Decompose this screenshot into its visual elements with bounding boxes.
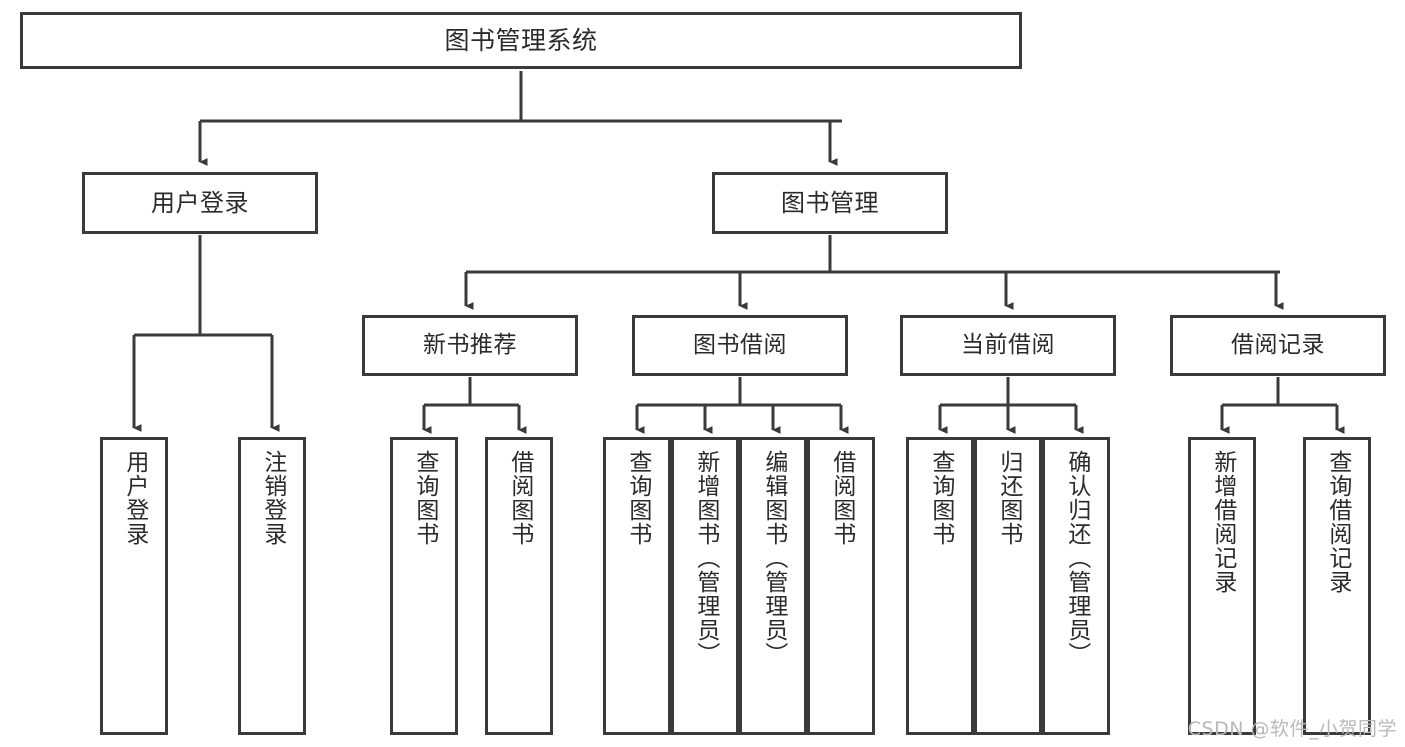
node-user-login[interactable]: 用户登录 bbox=[82, 172, 318, 234]
node-leaf-edit-book[interactable]: 编辑图书（管理员） bbox=[739, 437, 807, 735]
node-leaf-return-book[interactable]: 归还图书 bbox=[974, 437, 1042, 735]
node-book-management-label: 图书管理 bbox=[781, 189, 879, 217]
node-leaf-borrow-book-2[interactable]: 借阅图书 bbox=[807, 437, 875, 735]
node-book-borrow-label: 图书借阅 bbox=[693, 332, 787, 358]
node-leaf-user-login-label: 用户登录 bbox=[121, 450, 148, 546]
node-leaf-confirm-return-label: 确认归还（管理员） bbox=[1063, 450, 1090, 666]
node-leaf-logout-login-label: 注销登录 bbox=[259, 450, 286, 546]
node-leaf-query-book-2[interactable]: 查询图书 bbox=[603, 437, 671, 735]
node-leaf-query-book-2-label: 查询图书 bbox=[624, 450, 651, 546]
node-leaf-query-record[interactable]: 查询借阅记录 bbox=[1303, 437, 1371, 735]
node-leaf-return-book-label: 归还图书 bbox=[995, 450, 1022, 546]
node-leaf-add-book-label: 新增图书（管理员） bbox=[692, 450, 719, 666]
node-user-login-label: 用户登录 bbox=[151, 189, 249, 217]
node-leaf-add-record-label: 新增借阅记录 bbox=[1209, 450, 1236, 594]
node-new-book-recommend[interactable]: 新书推荐 bbox=[362, 315, 578, 376]
node-leaf-logout-login[interactable]: 注销登录 bbox=[238, 437, 306, 735]
node-leaf-add-book[interactable]: 新增图书（管理员） bbox=[671, 437, 739, 735]
node-leaf-user-login[interactable]: 用户登录 bbox=[100, 437, 168, 735]
node-current-borrow[interactable]: 当前借阅 bbox=[900, 315, 1116, 376]
node-leaf-add-record[interactable]: 新增借阅记录 bbox=[1188, 437, 1256, 735]
node-current-borrow-label: 当前借阅 bbox=[961, 332, 1055, 358]
node-leaf-edit-book-label: 编辑图书（管理员） bbox=[760, 450, 787, 666]
node-leaf-query-book-1-label: 查询图书 bbox=[411, 450, 438, 546]
node-borrow-record-label: 借阅记录 bbox=[1231, 332, 1325, 358]
node-book-borrow[interactable]: 图书借阅 bbox=[632, 315, 848, 376]
node-new-book-recommend-label: 新书推荐 bbox=[423, 332, 517, 358]
node-leaf-borrow-book-1[interactable]: 借阅图书 bbox=[485, 437, 553, 735]
node-root-label: 图书管理系统 bbox=[444, 26, 598, 55]
watermark-text: CSDN @软件_小贺同学 bbox=[1187, 718, 1397, 740]
node-leaf-borrow-book-2-label: 借阅图书 bbox=[828, 450, 855, 546]
node-book-management[interactable]: 图书管理 bbox=[712, 172, 948, 234]
node-root-system[interactable]: 图书管理系统 bbox=[20, 12, 1022, 69]
node-leaf-borrow-book-1-label: 借阅图书 bbox=[506, 450, 533, 546]
node-leaf-query-book-1[interactable]: 查询图书 bbox=[390, 437, 458, 735]
node-leaf-query-book-3-label: 查询图书 bbox=[927, 450, 954, 546]
node-leaf-query-book-3[interactable]: 查询图书 bbox=[906, 437, 974, 735]
node-borrow-record[interactable]: 借阅记录 bbox=[1170, 315, 1386, 376]
node-leaf-confirm-return[interactable]: 确认归还（管理员） bbox=[1042, 437, 1110, 735]
node-leaf-query-record-label: 查询借阅记录 bbox=[1324, 450, 1351, 594]
